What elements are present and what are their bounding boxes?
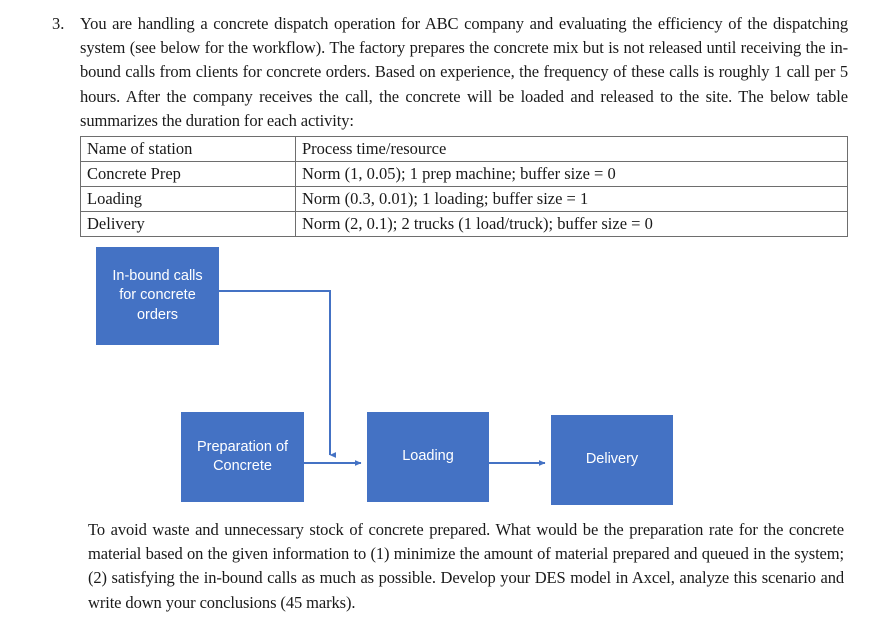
flow-box-loading[interactable]: Loading	[367, 412, 489, 502]
flow-box-delivery-label: Delivery	[585, 451, 639, 468]
table-header-name-of-station: Name of station	[80, 136, 296, 163]
question-block: 3. You are handling a concrete dispatch …	[44, 12, 848, 238]
table-header-row: Name of station Process time/resource	[80, 136, 848, 163]
table-row: Concrete Prep Norm (1, 0.05); 1 prep mac…	[80, 161, 848, 188]
flow-box-preparation-of-concrete[interactable]: Preparation of Concrete	[181, 412, 304, 502]
table-cell-process-concrete-prep: Norm (1, 0.05); 1 prep machine; buffer s…	[295, 161, 848, 188]
flow-box-delivery[interactable]: Delivery	[551, 415, 673, 505]
table-row: Loading Norm (0.3, 0.01); 1 loading; buf…	[80, 186, 848, 213]
table-cell-station-concrete-prep: Concrete Prep	[80, 161, 296, 188]
closing-block: To avoid waste and unnecessary stock of …	[88, 518, 844, 615]
table-cell-process-delivery: Norm (2, 0.1); 2 trucks (1 load/truck); …	[295, 211, 848, 238]
workflow-diagram: In-bound calls for concrete orders Prepa…	[0, 228, 885, 518]
intro-paragraph: You are handling a concrete dispatch ope…	[80, 14, 848, 130]
table-cell-process-loading: Norm (0.3, 0.01); 1 loading; buffer size…	[295, 186, 848, 213]
table-cell-station-delivery: Delivery	[80, 211, 296, 238]
question-body: You are handling a concrete dispatch ope…	[80, 12, 848, 238]
table-row: Delivery Norm (2, 0.1); 2 trucks (1 load…	[80, 211, 848, 238]
flow-box-loading-label: Loading	[402, 448, 454, 465]
station-process-table: Name of station Process time/resource Co…	[80, 136, 848, 238]
flow-box-inbound-calls[interactable]: In-bound calls for concrete orders	[96, 247, 219, 345]
closing-paragraph: To avoid waste and unnecessary stock of …	[88, 520, 844, 612]
table-header-process-time: Process time/resource	[295, 136, 848, 163]
table-cell-station-loading: Loading	[80, 186, 296, 213]
flow-box-preparation-of-concrete-label: Preparation of Concrete	[196, 438, 289, 475]
flow-box-inbound-calls-label: In-bound calls for concrete orders	[112, 267, 203, 323]
question-number: 3.	[52, 14, 65, 33]
